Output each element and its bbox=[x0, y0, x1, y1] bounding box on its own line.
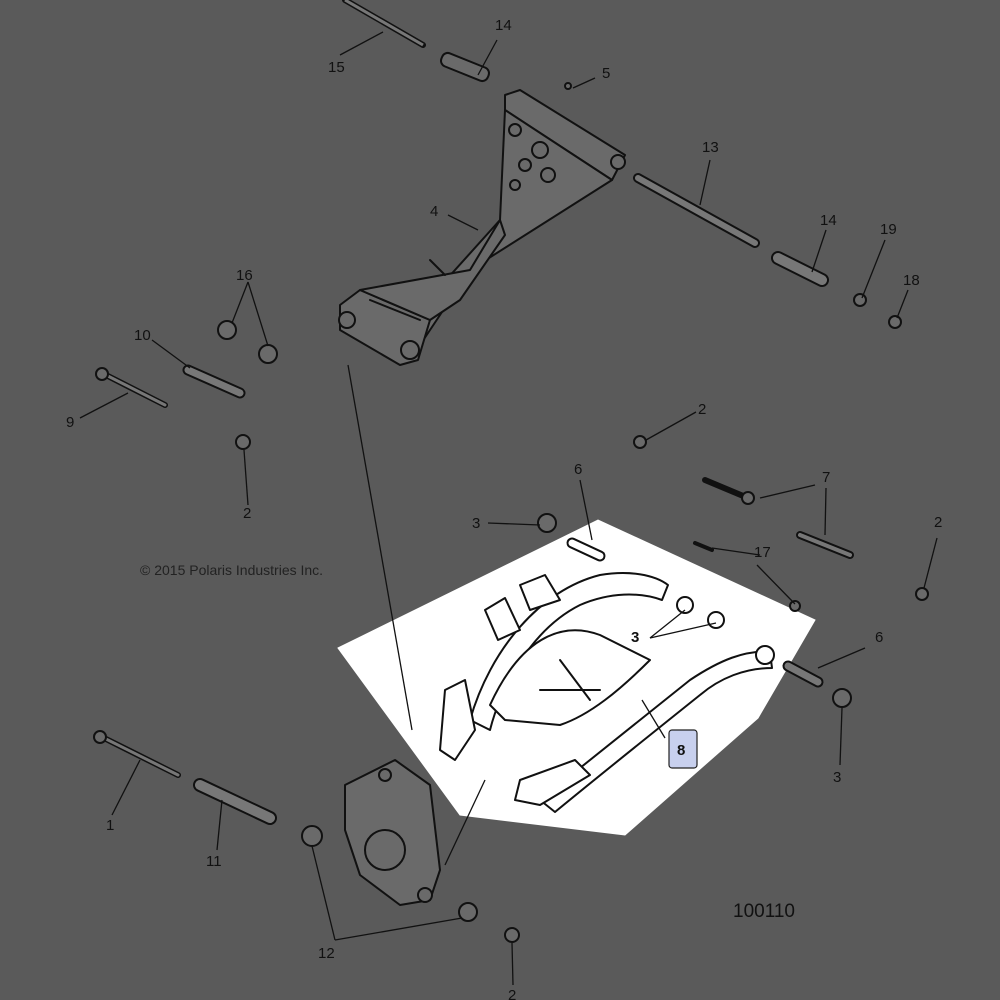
part-13-shaft[interactable] bbox=[633, 173, 760, 248]
part-2-nut[interactable] bbox=[915, 587, 929, 601]
callout-8-badge[interactable] bbox=[668, 729, 698, 769]
part-12-bushing[interactable] bbox=[458, 902, 478, 922]
part-17-nut[interactable] bbox=[789, 600, 801, 612]
part-17-bolt[interactable] bbox=[693, 541, 714, 552]
callout-17: 17 bbox=[754, 544, 771, 561]
part-2-nut[interactable] bbox=[633, 435, 647, 449]
callout-2: 2 bbox=[508, 987, 516, 1000]
callout-3: 3 bbox=[472, 515, 480, 532]
rear-knuckle[interactable] bbox=[344, 759, 441, 906]
callout-13: 13 bbox=[702, 139, 719, 156]
callout-6: 6 bbox=[875, 629, 883, 646]
part-7-bolt[interactable] bbox=[796, 531, 854, 559]
callout-8: 8 bbox=[677, 742, 685, 759]
callout-14: 14 bbox=[495, 17, 512, 34]
callout-11: 11 bbox=[206, 853, 222, 870]
callout-1: 1 bbox=[106, 817, 114, 834]
copyright-text: © 2015 Polaris Industries Inc. bbox=[140, 562, 323, 578]
callout-6: 6 bbox=[574, 461, 582, 478]
part-3-bushing[interactable] bbox=[537, 513, 557, 533]
callout-19: 19 bbox=[880, 221, 897, 238]
part-14-bushing[interactable] bbox=[771, 251, 829, 287]
part-9-bolt[interactable] bbox=[95, 367, 168, 408]
part-12-bushing[interactable] bbox=[301, 825, 323, 847]
part-6-pin[interactable] bbox=[566, 537, 606, 562]
part-19-washer[interactable] bbox=[853, 293, 867, 307]
part-2-nut[interactable] bbox=[235, 434, 251, 450]
callout-12: 12 bbox=[318, 945, 335, 962]
part-16-bushing[interactable] bbox=[217, 320, 237, 340]
callout-2: 2 bbox=[934, 514, 942, 531]
part-14-bushing[interactable] bbox=[439, 51, 491, 83]
part-7-bolt[interactable] bbox=[702, 477, 755, 505]
part-8-trailing-arm[interactable] bbox=[439, 572, 775, 813]
callout-5: 5 bbox=[602, 65, 610, 82]
part-6-pin[interactable] bbox=[782, 660, 824, 688]
figure-number: 100110 bbox=[733, 901, 795, 922]
callout-16: 16 bbox=[236, 267, 253, 284]
callout-2: 2 bbox=[698, 401, 706, 418]
part-16-bushing[interactable] bbox=[258, 344, 278, 364]
callout-15: 15 bbox=[328, 59, 345, 76]
callout-2: 2 bbox=[243, 505, 251, 522]
callout-7: 7 bbox=[822, 469, 830, 486]
part-4-frame[interactable] bbox=[338, 89, 626, 366]
part-18-nut[interactable] bbox=[888, 315, 902, 329]
part-5-bolt[interactable] bbox=[564, 82, 572, 90]
part-11-sleeve[interactable] bbox=[193, 778, 277, 825]
part-2-nut[interactable] bbox=[504, 927, 520, 943]
callout-3: 3 bbox=[631, 629, 639, 646]
part-15-shaft[interactable] bbox=[342, 0, 426, 48]
callout-10: 10 bbox=[134, 327, 151, 344]
callout-3: 3 bbox=[833, 769, 841, 786]
callout-4: 4 bbox=[430, 203, 438, 220]
assembly-leader-line bbox=[347, 364, 413, 731]
callout-18: 18 bbox=[903, 272, 920, 289]
assembly-leader-line bbox=[444, 779, 486, 866]
callout-14: 14 bbox=[820, 212, 837, 229]
part-1-bolt[interactable] bbox=[93, 730, 181, 778]
callout-9: 9 bbox=[66, 414, 74, 431]
part-3-bushing[interactable] bbox=[832, 688, 852, 708]
part-10-sleeve[interactable] bbox=[182, 364, 246, 399]
